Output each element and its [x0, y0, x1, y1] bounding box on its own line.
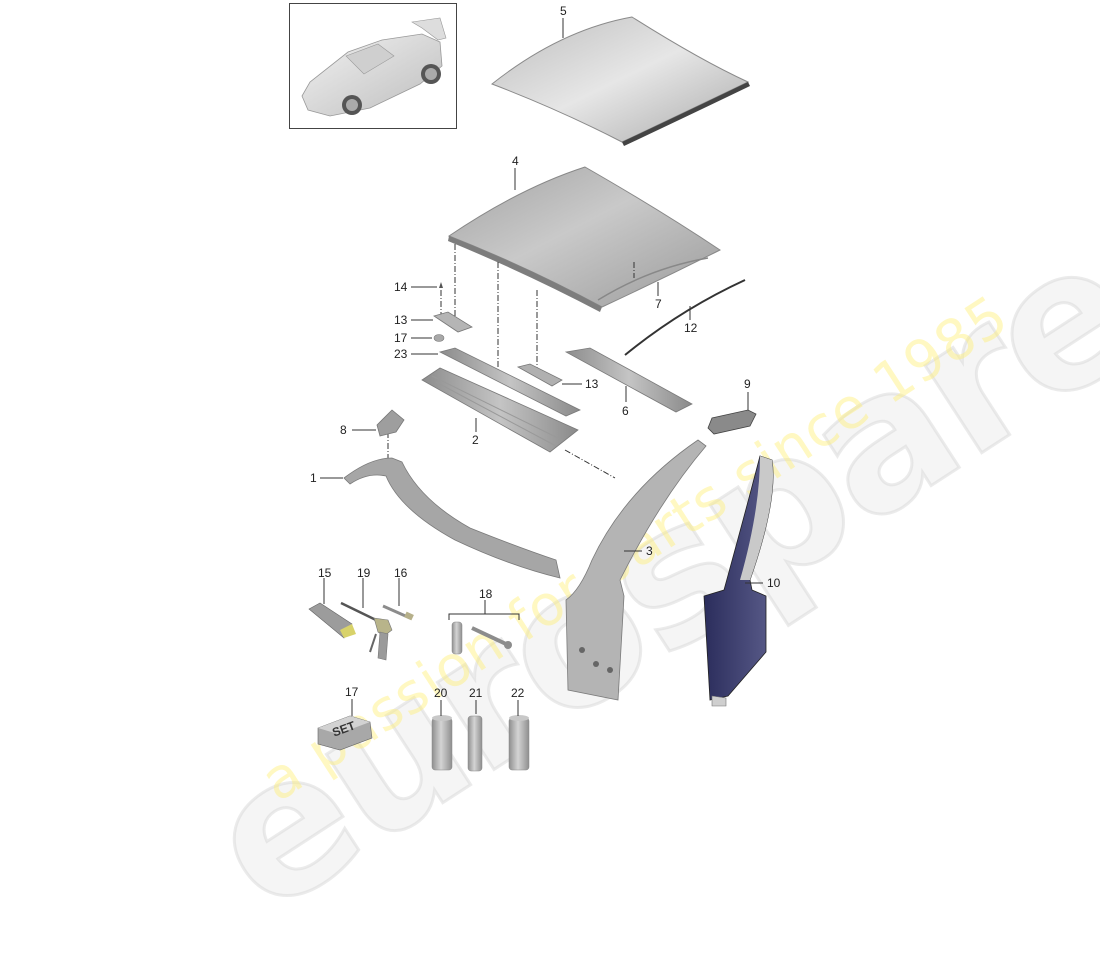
- part-22-canister[interactable]: [508, 715, 530, 771]
- callout-2[interactable]: 2: [472, 433, 479, 447]
- callout-14[interactable]: 14: [394, 280, 408, 294]
- parts-artwork: [308, 16, 774, 772]
- part-2-roof-frame-reinforcement[interactable]: [421, 367, 579, 453]
- callout-9[interactable]: 9: [744, 377, 751, 391]
- callout-3[interactable]: 3: [646, 544, 653, 558]
- part-1-a-pillar-node[interactable]: [343, 457, 561, 579]
- callout-7[interactable]: 7: [655, 297, 662, 311]
- part-23-front-cross-member[interactable]: [438, 347, 581, 417]
- callout-13-left[interactable]: 13: [394, 313, 408, 327]
- part-16-mixing-nozzle[interactable]: [382, 604, 414, 621]
- part-18-repair-kit[interactable]: [448, 600, 520, 655]
- callout-23[interactable]: 23: [394, 347, 408, 361]
- part-6-rear-cross-member[interactable]: [564, 347, 693, 413]
- part-17-grommet[interactable]: [433, 334, 445, 342]
- part-5-roof-panel[interactable]: [491, 16, 750, 146]
- part-13-bracket-left[interactable]: [433, 311, 473, 333]
- car-icon: [301, 17, 447, 117]
- part-17-set-box[interactable]: [317, 715, 373, 751]
- part-10-b-pillar-inner[interactable]: [703, 455, 774, 707]
- callout-21[interactable]: 21: [469, 686, 483, 700]
- callout-6[interactable]: 6: [622, 404, 629, 418]
- part-4-roof-panel[interactable]: [447, 166, 721, 312]
- part-19-applicator-gun[interactable]: [340, 601, 393, 661]
- part-3-a-pillar-side-frame[interactable]: [565, 439, 707, 701]
- callout-1[interactable]: 1: [310, 471, 317, 485]
- callout-4[interactable]: 4: [512, 154, 519, 168]
- callout-5[interactable]: 5: [560, 4, 567, 18]
- part-21-canister[interactable]: [467, 715, 483, 772]
- parts-diagram: eurospares a passion for parts since 198…: [168, 3, 1100, 955]
- part-9-mounting-bracket[interactable]: [707, 409, 757, 435]
- part-12-seal-strip[interactable]: [624, 279, 746, 356]
- callout-16[interactable]: 16: [394, 566, 408, 580]
- callout-17-set[interactable]: 17: [345, 685, 359, 699]
- vehicle-thumbnail: [289, 3, 457, 129]
- part-13-bracket-right[interactable]: [516, 363, 563, 387]
- part-20-canister[interactable]: [431, 715, 453, 771]
- callout-12[interactable]: 12: [684, 321, 698, 335]
- callout-18[interactable]: 18: [479, 587, 493, 601]
- callout-20[interactable]: 20: [434, 686, 448, 700]
- callout-19[interactable]: 19: [357, 566, 371, 580]
- part-7-trim-strip[interactable]: [597, 257, 709, 301]
- callout-22[interactable]: 22: [511, 686, 525, 700]
- part-14-pin[interactable]: [439, 282, 443, 288]
- callout-8[interactable]: 8: [340, 423, 347, 437]
- callout-17-grommet[interactable]: 17: [394, 331, 408, 345]
- callout-13-right[interactable]: 13: [585, 377, 599, 391]
- callout-15[interactable]: 15: [318, 566, 332, 580]
- part-15-adhesive-cartridge[interactable]: [308, 602, 356, 639]
- callout-10[interactable]: 10: [767, 576, 781, 590]
- part-8-gusset-plate[interactable]: [376, 409, 405, 437]
